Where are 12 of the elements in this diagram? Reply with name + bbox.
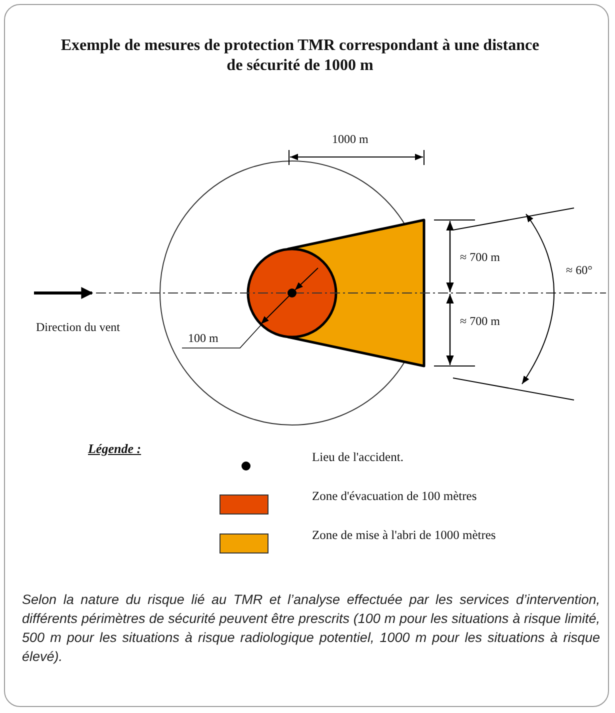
angle-label: ≈ 60° xyxy=(566,263,592,278)
dimension-label: 1000 m xyxy=(332,132,368,147)
legend-text: Zone de mise à l'abri de 1000 mètres xyxy=(312,528,496,543)
legend-text: Zone d'évacuation de 100 mètres xyxy=(312,489,477,504)
dimension-label: 100 m xyxy=(188,331,218,346)
diagram-title: Exemple de mesures de protection TMR correspondant à une distance de sécurité de 1000 m xyxy=(60,36,540,76)
legend-heading: Légende : xyxy=(88,441,142,457)
dimension-label: ≈ 700 m xyxy=(460,314,500,329)
direction-label: Direction du vent xyxy=(36,320,120,335)
dimension-label: ≈ 700 m xyxy=(460,250,500,265)
caption-text: Selon la nature du risque lié au TMR et l’analyse effectuée par les services d’intervention, différents périmètres de sécurité peuvent être prescrits (100 m pour les situations à risque limité, 500 m pour les situations à risque radiologique potentiel, 1000 m pour les situations à risque élevé). xyxy=(22,591,600,666)
legend-text: Lieu de l'accident. xyxy=(312,450,404,465)
